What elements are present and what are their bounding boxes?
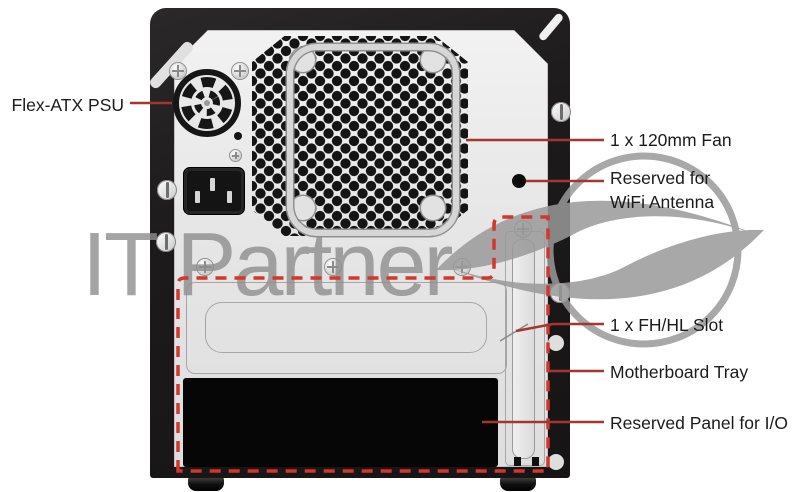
case-foot-left xyxy=(188,476,224,491)
case-foot-right xyxy=(500,476,536,491)
label-wifi-line1: Reserved for xyxy=(610,168,711,188)
watermark-text: IT Partner xyxy=(82,215,453,315)
vent-hole xyxy=(234,132,242,140)
label-fhhl-slot: 1 x FH/HL Slot xyxy=(610,315,724,335)
power-inlet xyxy=(183,167,245,215)
psu-fan-icon xyxy=(173,69,241,137)
label-wifi-antenna: Reserved for WiFi Antenna xyxy=(610,166,714,214)
frame-notch xyxy=(548,454,564,470)
label-reserved-io: Reserved Panel for I/O xyxy=(610,413,788,433)
screw-icon xyxy=(232,63,248,79)
label-motherboard-tray: Motherboard Tray xyxy=(610,362,749,382)
frame-notch xyxy=(548,335,564,351)
thumbscrew-icon xyxy=(551,102,571,122)
thumbscrew-icon xyxy=(157,180,177,200)
reserved-io-panel xyxy=(183,378,498,467)
corner-highlight-top-right xyxy=(537,12,565,42)
label-120mm-fan: 1 x 120mm Fan xyxy=(610,130,732,150)
screw-icon xyxy=(170,63,186,79)
label-wifi-line2: WiFi Antenna xyxy=(610,192,715,212)
inlet-pin xyxy=(195,191,200,203)
slot-tab xyxy=(514,457,521,466)
wifi-antenna-hole xyxy=(512,174,526,188)
screw-icon xyxy=(230,150,241,161)
inlet-pin xyxy=(227,191,232,203)
slot-tab xyxy=(532,457,539,466)
thumbscrew-icon xyxy=(156,232,176,252)
label-flex-atx-psu: Flex-ATX PSU xyxy=(11,95,124,115)
inlet-pin xyxy=(210,178,215,191)
